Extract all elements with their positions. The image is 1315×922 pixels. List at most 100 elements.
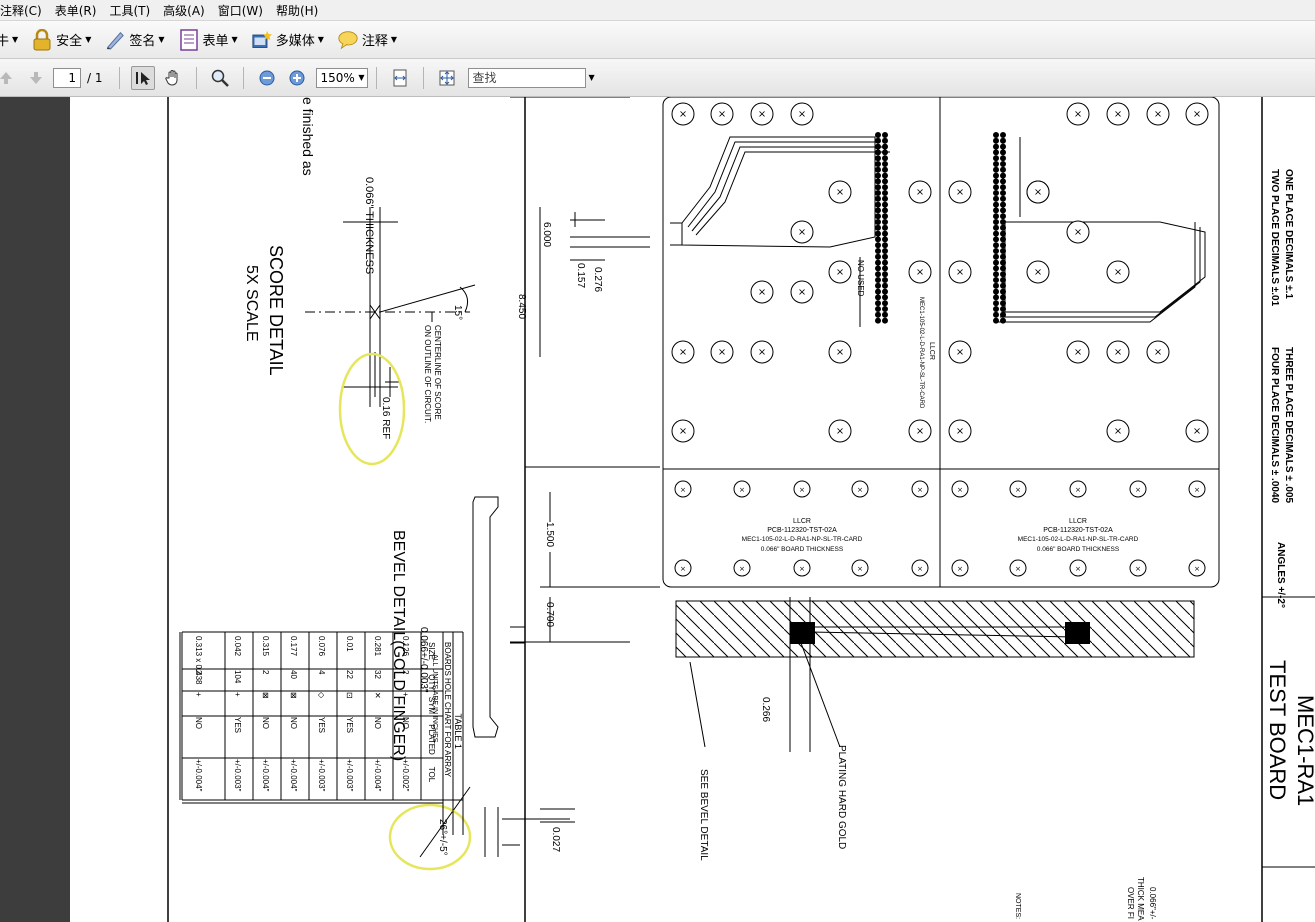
connector-pin bbox=[875, 213, 881, 220]
comment-button[interactable]: 注释▼ bbox=[338, 30, 397, 50]
connector-pin bbox=[875, 288, 881, 295]
dim-0700: 0.700 bbox=[544, 602, 555, 627]
zoom-out-icon[interactable] bbox=[255, 66, 279, 90]
table-cell: +/-0.002" bbox=[401, 759, 410, 792]
hole-symbol: × bbox=[679, 109, 687, 120]
find-dropdown-arrow-icon[interactable]: ▼ bbox=[588, 73, 595, 82]
previous-page-icon[interactable] bbox=[0, 66, 18, 90]
table-cell: 2 bbox=[401, 670, 410, 675]
connector-pin bbox=[993, 161, 999, 167]
hole-symbol: × bbox=[739, 485, 745, 494]
bevel-angle: 26°+/-5° bbox=[437, 819, 448, 856]
menu-help[interactable]: 帮助(H) bbox=[275, 3, 319, 18]
hand-tool-icon[interactable] bbox=[161, 66, 185, 90]
connector-pin bbox=[993, 224, 999, 231]
connector-pin bbox=[882, 155, 888, 162]
zoom-level-select[interactable]: 150%▼ bbox=[315, 67, 368, 88]
mounting-hole bbox=[1129, 480, 1147, 498]
connector-pin bbox=[1000, 311, 1006, 318]
connector-pin bbox=[993, 248, 999, 254]
fit-page-icon[interactable] bbox=[435, 66, 459, 90]
mounting-hole bbox=[1129, 559, 1147, 577]
connector-pin bbox=[993, 143, 999, 150]
mounting-hole bbox=[1106, 260, 1130, 284]
hole-symbol: × bbox=[1074, 347, 1082, 358]
table-cell: 32 bbox=[373, 670, 382, 679]
menu-comment[interactable]: 注释(C) bbox=[0, 3, 42, 18]
security-button[interactable]: 安全▼ bbox=[32, 28, 91, 50]
connector-pin bbox=[1000, 259, 1006, 266]
hole-symbol: × bbox=[680, 564, 686, 573]
connector-pin bbox=[875, 161, 881, 167]
zoom-level-value: 150% bbox=[320, 70, 355, 85]
table-cell: + bbox=[233, 692, 242, 697]
connector-pin bbox=[882, 137, 888, 144]
connector-pin bbox=[882, 132, 888, 138]
connector-pin bbox=[993, 271, 999, 278]
menu-window[interactable]: 窗口(W) bbox=[217, 3, 263, 18]
hole-symbol: × bbox=[956, 187, 964, 198]
mounting-hole bbox=[1185, 419, 1209, 443]
hole-symbol: × bbox=[1015, 564, 1021, 573]
connector-pin bbox=[993, 184, 999, 191]
hole-symbol: × bbox=[1154, 347, 1162, 358]
board-llcr-right: LLCR bbox=[1069, 518, 1087, 525]
connector-pin bbox=[875, 242, 881, 249]
mounting-hole bbox=[908, 180, 932, 204]
page-number-input[interactable]: 1 bbox=[53, 67, 81, 88]
connector-pin bbox=[993, 190, 999, 196]
connector-pin bbox=[1000, 172, 1006, 179]
find-input[interactable]: 查找 bbox=[467, 67, 586, 88]
menu-advanced[interactable]: 高级(A) bbox=[163, 3, 205, 18]
mounting-hole bbox=[674, 559, 692, 577]
mounting-hole bbox=[1188, 480, 1206, 498]
table-cell: YES bbox=[345, 717, 354, 733]
multimedia-button[interactable]: 多媒体▼ bbox=[252, 30, 324, 50]
connector-pin bbox=[1000, 300, 1006, 307]
sign-button[interactable]: 签名▼ bbox=[105, 30, 165, 50]
mounting-hole bbox=[793, 480, 811, 498]
zoom-marquee-icon[interactable] bbox=[208, 66, 232, 90]
menu-tools[interactable]: 工具(T) bbox=[109, 3, 151, 18]
dim-1500: 1.500 bbox=[544, 522, 555, 547]
table-cell: 0.315 bbox=[261, 636, 270, 657]
next-page-icon[interactable] bbox=[24, 66, 48, 90]
connector-pin bbox=[993, 213, 999, 220]
connector-pin bbox=[882, 277, 888, 283]
connector-pin bbox=[875, 265, 881, 272]
connector-pin bbox=[1000, 143, 1006, 150]
connector-pin bbox=[875, 277, 881, 283]
connector-pin bbox=[1000, 155, 1006, 162]
mounting-hole bbox=[851, 480, 869, 498]
hole-symbol: × bbox=[956, 347, 964, 358]
forms-button[interactable]: 表单▼ bbox=[179, 28, 238, 51]
document-view[interactable]: ××××××××××××××××××××××××××××××××××××××××… bbox=[70, 97, 1315, 922]
connector-pin bbox=[875, 149, 881, 156]
separator bbox=[118, 66, 120, 89]
zoom-in-icon[interactable] bbox=[285, 66, 309, 90]
mounting-hole bbox=[828, 419, 852, 443]
pen-icon bbox=[105, 30, 125, 50]
hole-symbol: × bbox=[1135, 564, 1141, 573]
connector-pin bbox=[875, 172, 881, 179]
select-tool-icon[interactable] bbox=[130, 65, 155, 90]
connector-pin bbox=[993, 166, 999, 173]
connector-pin bbox=[1000, 271, 1006, 278]
fit-width-icon[interactable] bbox=[388, 66, 412, 90]
hole-symbol: × bbox=[1075, 485, 1081, 494]
mounting-hole bbox=[1106, 419, 1130, 443]
cut-off-button[interactable]: 牛▼ bbox=[0, 30, 18, 49]
table-cell: 0.313 x 0.438 bbox=[194, 636, 203, 685]
connector-pin bbox=[882, 166, 888, 173]
connector-pin bbox=[882, 282, 888, 289]
connector-pin bbox=[1000, 190, 1006, 196]
hole-symbol: × bbox=[1034, 267, 1042, 278]
table-cell: 0.042 bbox=[233, 636, 242, 657]
dim-0276: 0.276 bbox=[592, 267, 603, 292]
hole-symbol: × bbox=[1194, 564, 1200, 573]
connector-pin bbox=[1000, 242, 1006, 249]
mounting-hole bbox=[828, 260, 852, 284]
menu-forms[interactable]: 表单(R) bbox=[54, 3, 97, 18]
mounting-hole bbox=[908, 419, 932, 443]
table-cell: 22 bbox=[345, 670, 354, 679]
